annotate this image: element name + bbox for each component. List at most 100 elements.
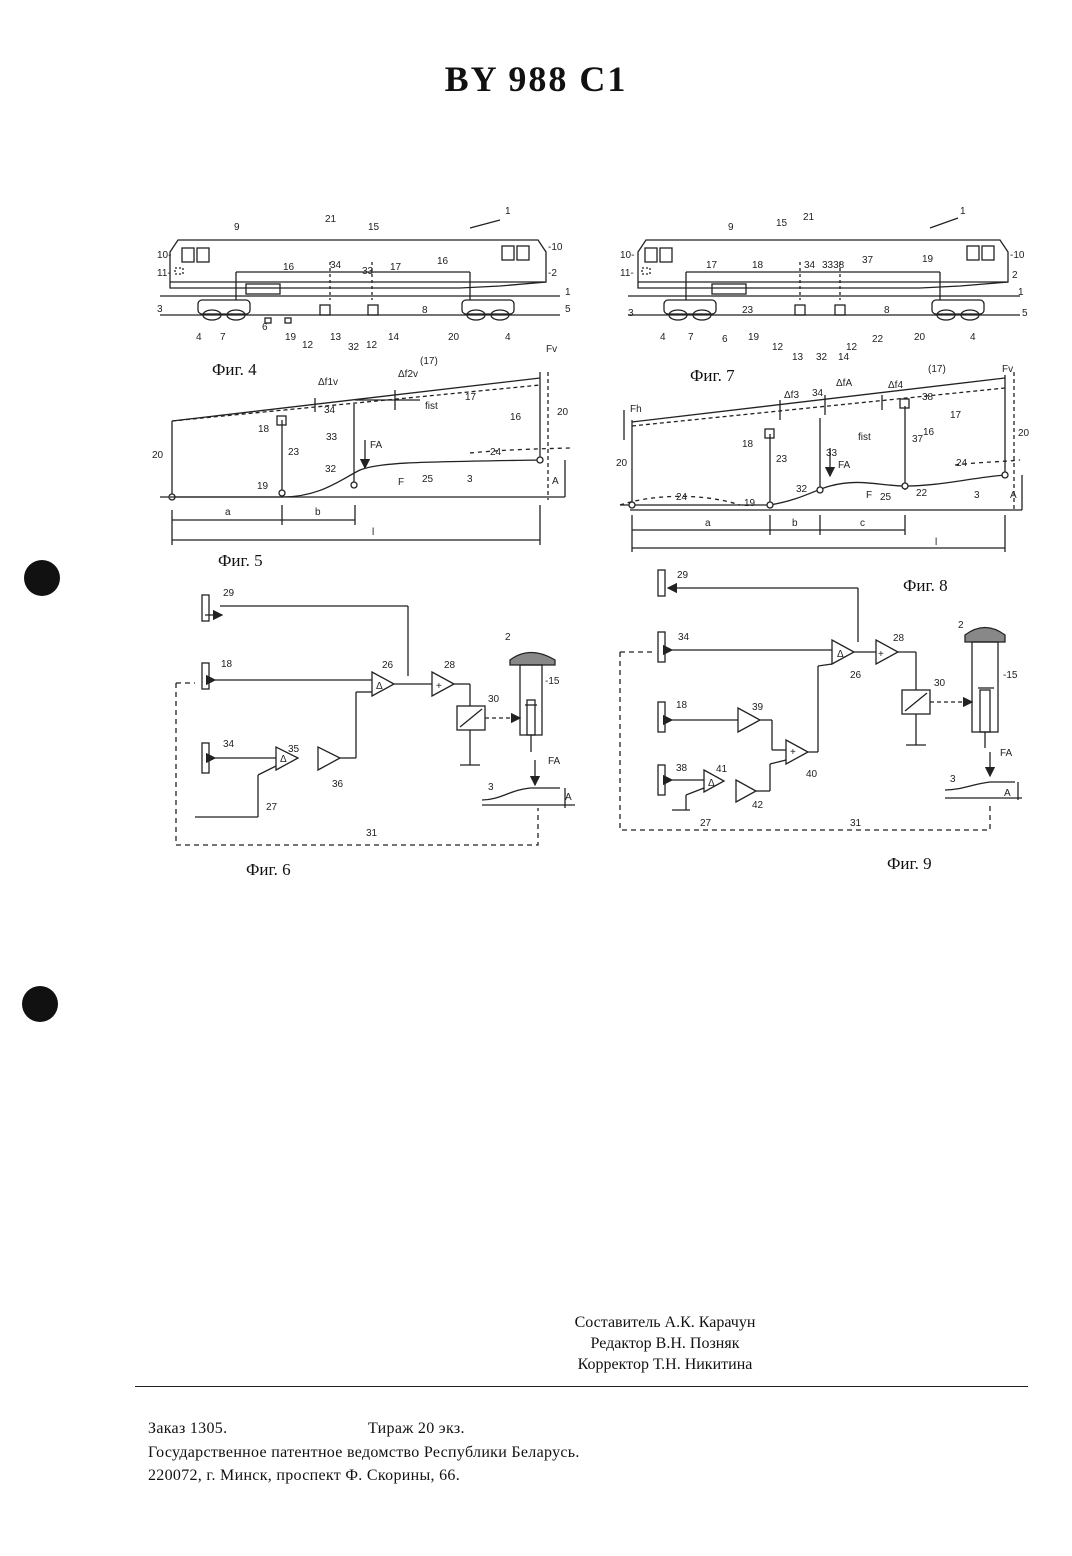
- svg-text:b: b: [315, 507, 321, 518]
- svg-text:24: 24: [956, 458, 968, 469]
- svg-text:2: 2: [958, 620, 964, 631]
- fig6-caption: Фиг. 6: [246, 860, 291, 880]
- svg-text:FA: FA: [838, 460, 851, 471]
- svg-text:28: 28: [444, 660, 456, 671]
- svg-text:11-: 11-: [620, 268, 634, 279]
- svg-text:6: 6: [722, 334, 728, 345]
- svg-text:16: 16: [283, 262, 295, 273]
- svg-text:+: +: [878, 649, 884, 660]
- svg-text:1: 1: [565, 287, 571, 298]
- svg-text:(17): (17): [928, 364, 946, 375]
- fig8-caption: Фиг. 8: [903, 576, 948, 596]
- svg-text:4: 4: [660, 332, 666, 343]
- svg-text:34: 34: [812, 388, 824, 399]
- svg-text:A: A: [1004, 788, 1011, 799]
- svg-text:24: 24: [676, 492, 688, 503]
- svg-text:13: 13: [792, 352, 804, 363]
- svg-text:38: 38: [922, 392, 934, 403]
- svg-text:8: 8: [884, 305, 890, 316]
- svg-text:22: 22: [872, 334, 884, 345]
- credits-editor: Редактор В.Н. Позняк: [330, 1333, 1000, 1354]
- svg-text:19: 19: [922, 254, 934, 265]
- svg-text:16: 16: [437, 256, 449, 267]
- svg-text:26: 26: [382, 660, 394, 671]
- svg-text:-10: -10: [548, 242, 563, 253]
- svg-text:42: 42: [752, 800, 764, 811]
- svg-text:17: 17: [706, 260, 718, 271]
- svg-text:25: 25: [880, 492, 892, 503]
- svg-text:29: 29: [223, 588, 235, 599]
- fig7-caption: Фиг. 7: [690, 366, 735, 386]
- svg-text:27: 27: [700, 818, 712, 829]
- svg-text:9: 9: [234, 222, 240, 233]
- svg-text:38: 38: [676, 763, 688, 774]
- svg-text:fist: fist: [858, 432, 871, 443]
- credits-compiler: Составитель А.К. Карачун: [330, 1312, 1000, 1333]
- svg-text:Δf2v: Δf2v: [398, 369, 418, 380]
- svg-text:16: 16: [923, 427, 935, 438]
- svg-text:Δ: Δ: [708, 778, 715, 789]
- svg-text:12: 12: [772, 342, 784, 353]
- svg-text:FA: FA: [370, 440, 383, 451]
- svg-text:fist: fist: [425, 401, 438, 412]
- svg-text:15: 15: [776, 218, 788, 229]
- svg-text:31: 31: [366, 828, 378, 839]
- svg-text:34: 34: [324, 405, 336, 416]
- binder-hole: [24, 560, 60, 596]
- svg-text:13: 13: [330, 332, 342, 343]
- svg-text:17: 17: [465, 392, 477, 403]
- svg-text:23: 23: [776, 454, 788, 465]
- svg-text:20: 20: [557, 407, 569, 418]
- svg-text:9: 9: [728, 222, 734, 233]
- svg-text:3: 3: [157, 304, 163, 315]
- svg-text:32: 32: [816, 352, 828, 363]
- svg-text:b: b: [792, 518, 798, 529]
- svg-text:23: 23: [288, 447, 300, 458]
- svg-text:5: 5: [1022, 308, 1028, 319]
- svg-text:18: 18: [742, 439, 754, 450]
- svg-text:Δf3: Δf3: [784, 390, 799, 401]
- svg-text:34: 34: [804, 260, 816, 271]
- svg-text:31: 31: [850, 818, 862, 829]
- svg-text:2: 2: [505, 632, 511, 643]
- svg-text:34: 34: [223, 739, 235, 750]
- fig5-caption: Фиг. 5: [218, 551, 263, 571]
- fig9-caption: Фиг. 9: [887, 854, 932, 874]
- svg-text:l: l: [935, 537, 937, 548]
- divider-line: [135, 1386, 1028, 1387]
- svg-text:35: 35: [288, 744, 300, 755]
- svg-text:3: 3: [974, 490, 980, 501]
- svg-text:18: 18: [676, 700, 688, 711]
- svg-text:36: 36: [332, 779, 344, 790]
- svg-text:26: 26: [850, 670, 862, 681]
- svg-text:14: 14: [388, 332, 400, 343]
- svg-text:16: 16: [510, 412, 522, 423]
- footer-circulation: Тираж 20 экз.: [368, 1418, 465, 1439]
- credits-proofreader: Корректор Т.Н. Никитина: [330, 1354, 1000, 1375]
- svg-text:19: 19: [285, 332, 297, 343]
- svg-text:c: c: [860, 518, 865, 529]
- fig6-control-circuit: [176, 595, 575, 845]
- svg-text:32: 32: [325, 464, 337, 475]
- svg-text:21: 21: [803, 212, 815, 223]
- footer-office: Государственное патентное ведомство Респ…: [148, 1442, 580, 1463]
- svg-text:20: 20: [914, 332, 926, 343]
- svg-text:2: 2: [1012, 270, 1018, 281]
- svg-text:3338: 3338: [822, 260, 845, 271]
- svg-text:Δ: Δ: [280, 754, 287, 765]
- svg-text:F: F: [398, 477, 404, 488]
- svg-text:(17): (17): [420, 356, 438, 367]
- footer-order: Заказ 1305.: [148, 1418, 227, 1439]
- svg-text:33: 33: [362, 266, 374, 277]
- svg-text:3: 3: [488, 782, 494, 793]
- svg-text:A: A: [1010, 490, 1017, 501]
- svg-text:29: 29: [677, 570, 689, 581]
- svg-text:1: 1: [505, 206, 511, 217]
- svg-text:21: 21: [325, 214, 337, 225]
- svg-text:a: a: [225, 507, 231, 518]
- svg-text:32: 32: [348, 342, 360, 353]
- svg-text:19: 19: [257, 481, 269, 492]
- svg-text:Fh: Fh: [630, 404, 642, 415]
- svg-text:FA: FA: [548, 756, 561, 767]
- svg-text:20: 20: [448, 332, 460, 343]
